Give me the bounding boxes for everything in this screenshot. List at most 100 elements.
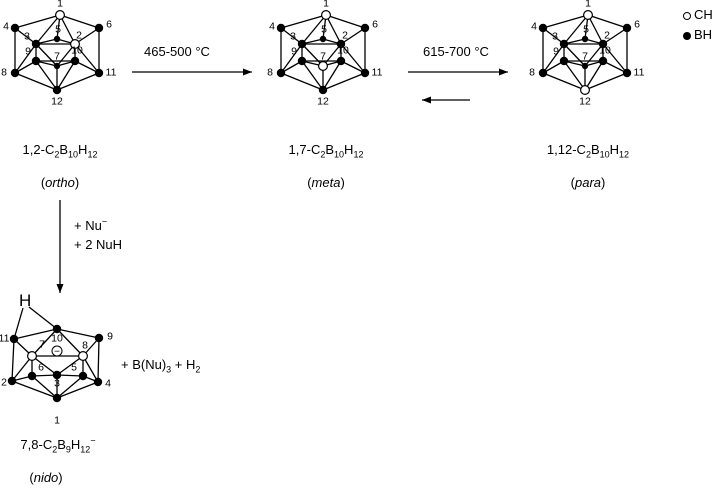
para-cage-edge (602, 60, 628, 74)
meta-cage-edge (340, 27, 366, 45)
meta-cage-edge (301, 14, 327, 45)
negative-charge-icon (51, 345, 63, 357)
para-cage-edge (563, 43, 586, 67)
ortho-ch-vertex (69, 38, 80, 49)
bridging-h-bond (13, 307, 24, 340)
ortho-cage-edge (14, 43, 37, 74)
nido-bh-vertex (52, 370, 62, 380)
nido-bh-vertex (78, 371, 88, 381)
ortho-vertex-label: 10 (71, 44, 83, 57)
para-formula: 1,12-C2B10H12 (546, 142, 630, 160)
nido-vertex-label: 6 (38, 361, 44, 374)
para-bh-vertex (598, 56, 608, 66)
ortho-cage-edge (56, 60, 76, 91)
para-cage-edge (542, 43, 565, 74)
meta-bh-vertex (297, 39, 307, 49)
para-to-meta-arrow-head (422, 96, 431, 104)
ortho-cage-edge (35, 60, 58, 91)
ortho-vertex-label: 6 (106, 18, 112, 31)
ortho-bh-vertex (70, 56, 80, 66)
nido-vertex-label: 1 (54, 414, 60, 427)
ortho-ch-vertex (54, 10, 65, 21)
para-cage-edge (584, 60, 604, 91)
ortho-cage-edge (14, 14, 61, 29)
meta-cage-edge (322, 60, 342, 91)
ortho-carborane-structure (10, 10, 104, 95)
meta-bh-vertex (276, 68, 286, 78)
ortho-cage-edge (74, 43, 100, 74)
para-vertex-label: 1 (585, 0, 591, 10)
nido-vertex-label: 4 (105, 377, 111, 390)
ortho-vertex-label: 4 (3, 20, 9, 33)
ortho-bh-vertex (31, 56, 41, 66)
meta-ch-vertex (318, 60, 329, 71)
meta-bh-vertex (318, 85, 328, 95)
meta-to-para-arrow-head (499, 68, 508, 76)
ortho-bh-vertex (53, 35, 61, 43)
legend-bh: BH (683, 27, 712, 43)
nido-vertex-label: 2 (1, 376, 7, 389)
para-cage-edge (563, 14, 589, 45)
meta-cage-edge (340, 43, 366, 74)
meta-cage-edge (325, 14, 366, 29)
nido-cage-edge (56, 355, 84, 376)
nido-vertex-label: 11 (0, 332, 10, 345)
para-vertex-label: 12 (579, 95, 591, 108)
meta-cage-edge (325, 14, 342, 45)
ortho-vertex-label: 5 (55, 23, 61, 36)
nido-bh-vertex (94, 333, 104, 343)
nido-bh-vertex (93, 377, 103, 387)
ortho-vertex-label: 8 (1, 66, 7, 79)
meta-cage-edge (322, 72, 366, 91)
para-bh-vertex (622, 68, 632, 78)
para-bh-vertex (598, 39, 608, 49)
nido-descriptor: (nido) (29, 470, 63, 485)
para-bh-vertex (538, 23, 548, 33)
nido-cage-edge (56, 374, 84, 377)
nido-cage-edge (13, 328, 58, 340)
open-circle-icon (683, 12, 691, 20)
bridging-h-label: H (19, 291, 31, 310)
nido-cage-edge (31, 355, 58, 376)
para-vertex-label: 2 (604, 29, 610, 42)
meta-cage-edge (280, 43, 303, 74)
para-cage-edge (542, 14, 589, 29)
legend-bh-label: BH (694, 27, 713, 42)
nido-cage-edge (56, 328, 100, 339)
para-vertex-label: 9 (553, 45, 559, 58)
para-cage-edge (602, 27, 628, 45)
ortho-bh-vertex (31, 39, 41, 49)
para-vertex-label: 7 (582, 50, 588, 63)
meta-vertex-label: 4 (269, 20, 275, 33)
legend-ch: CH (683, 7, 713, 23)
nido-vertex-label: 3 (54, 377, 60, 390)
ortho-cage-edge (59, 14, 76, 45)
nido-cage-edge (82, 355, 99, 383)
nido-vertex-label: 8 (82, 339, 88, 352)
meta-to-para-conditions: 615-700 °C (423, 44, 489, 59)
ortho-vertex-label: 12 (51, 95, 63, 108)
meta-vertex-label: 2 (342, 29, 348, 42)
meta-vertex-label: 9 (291, 45, 297, 58)
meta-cage-edge (301, 43, 324, 67)
nido-vertex-label: 9 (107, 330, 113, 343)
para-ch-vertex (582, 10, 593, 21)
para-cage-edge (584, 72, 628, 91)
meta-bh-vertex (336, 39, 346, 49)
ortho-bh-vertex (10, 68, 20, 78)
para-cage-edge (602, 43, 628, 74)
meta-vertex-label: 5 (321, 23, 327, 36)
para-cage-edge (587, 14, 604, 45)
para-vertex-label: 8 (529, 66, 535, 79)
nido-cage-edge (11, 380, 58, 399)
meta-cage-edge (280, 14, 327, 29)
para-cage-edge (587, 14, 628, 29)
meta-cage-edge (340, 60, 366, 74)
nido-cage-edge (56, 381, 99, 399)
nido-ch-vertex (27, 351, 38, 362)
nido-carborane-structure: −H (7, 291, 104, 403)
negative-charge-symbol: − (54, 347, 60, 358)
meta-vertex-label: 1 (323, 0, 329, 10)
nido-vertex-label: 7 (39, 338, 45, 351)
